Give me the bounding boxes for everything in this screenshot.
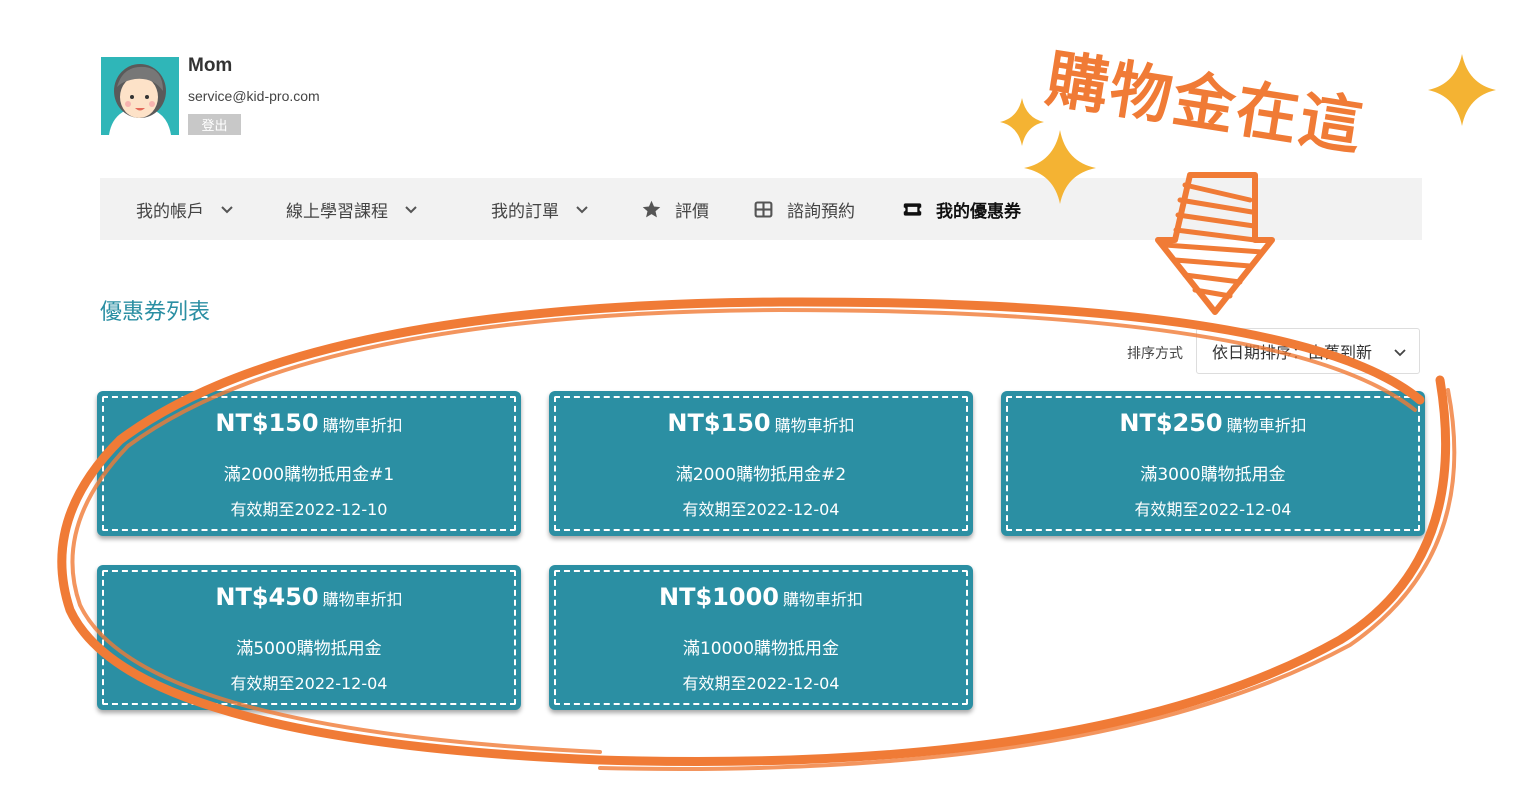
avatar-image: ✦ ✦ <box>101 57 179 135</box>
coupon-name: 滿10000購物抵用金 <box>682 639 840 659</box>
coupon-unit: 購物車折扣 <box>322 590 403 609</box>
star-icon <box>642 200 661 217</box>
logout-button[interactable]: 登出 <box>188 114 241 135</box>
coupon-expiry: 有效期至2022-12-04 <box>682 500 840 519</box>
coupon-amount: NT$150 <box>667 409 771 437</box>
svg-text:✦: ✦ <box>115 121 123 132</box>
coupon-unit: 購物車折扣 <box>774 416 855 435</box>
nav-item-label: 我的帳戶 <box>136 201 204 222</box>
nav-item-my-coupons[interactable]: 我的優惠券 <box>902 178 1021 240</box>
nav-item-reviews[interactable]: 評價 <box>641 178 709 240</box>
nav-item-label: 我的優惠券 <box>936 201 1021 222</box>
nav-item-online-courses[interactable]: 線上學習課程 <box>286 178 418 240</box>
svg-text:✦: ✦ <box>159 119 167 130</box>
coupon-unit: 購物車折扣 <box>322 416 403 435</box>
coupon-name: 滿2000購物抵用金#1 <box>223 465 395 485</box>
sort-label: 排序方式 <box>1127 346 1183 362</box>
nav-item-label: 我的訂單 <box>491 201 559 222</box>
nav-item-label: 評價 <box>675 201 709 222</box>
account-nav: 我的帳戶 線上學習課程 我的訂單 評價 諮詢預約 我的優惠券 <box>100 178 1422 240</box>
sort-select-value: 依日期排序：由舊到新 <box>1212 343 1373 362</box>
chevron-down-icon <box>221 206 233 214</box>
coupon-amount: NT$450 <box>215 583 319 611</box>
avatar: ✦ ✦ <box>101 57 179 135</box>
coupon-unit: 購物車折扣 <box>782 590 863 609</box>
coupon-expiry: 有效期至2022-12-04 <box>1134 500 1292 519</box>
coupon-name: 滿2000購物抵用金#2 <box>675 465 847 485</box>
coupon-expiry: 有效期至2022-12-10 <box>230 500 388 519</box>
coupon-expiry: 有效期至2022-12-04 <box>230 674 388 693</box>
coupon-amount: NT$1000 <box>659 583 779 611</box>
coupon-amount: NT$150 <box>215 409 319 437</box>
nav-item-label: 線上學習課程 <box>286 201 388 222</box>
user-name: Mom <box>188 55 233 76</box>
sort-select[interactable]: 依日期排序：由舊到新 <box>1196 328 1420 374</box>
nav-item-consult-booking[interactable]: 諮詢預約 <box>753 178 855 240</box>
page-title: 優惠券列表 <box>100 300 211 325</box>
nav-item-my-orders[interactable]: 我的訂單 <box>491 178 589 240</box>
chevron-down-icon <box>405 206 417 214</box>
coupon-unit: 購物車折扣 <box>1226 416 1307 435</box>
coupon-expiry: 有效期至2022-12-04 <box>682 674 840 693</box>
ticket-icon <box>903 202 922 216</box>
table-icon <box>754 200 773 218</box>
chevron-down-icon <box>1394 349 1406 357</box>
chevron-down-icon <box>576 206 588 214</box>
coupon-amount: NT$250 <box>1119 409 1223 437</box>
coupon-name: 滿3000購物抵用金 <box>1140 465 1286 485</box>
coupon-name: 滿5000購物抵用金 <box>236 639 382 659</box>
nav-item-my-account[interactable]: 我的帳戶 <box>136 178 234 240</box>
user-email: service@kid-pro.com <box>188 88 320 104</box>
nav-item-label: 諮詢預約 <box>787 201 855 222</box>
annotation-text: 購物金在這 <box>1041 41 1369 164</box>
